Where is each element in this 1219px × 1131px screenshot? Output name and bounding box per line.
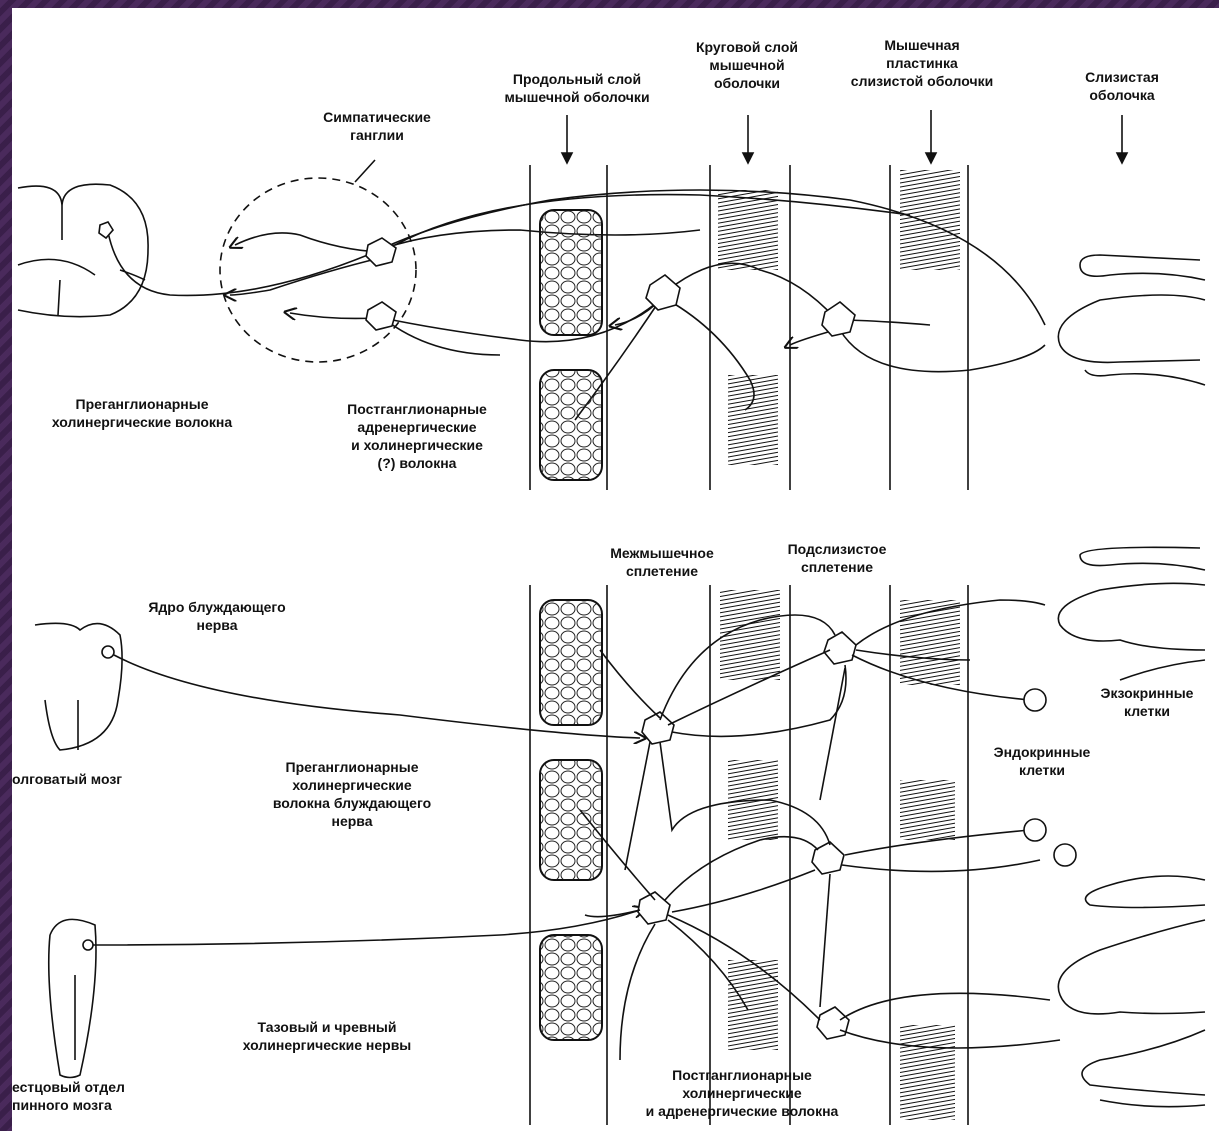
villus-top-1: [1080, 255, 1205, 280]
longitudinal-muscle-blocks: [540, 210, 602, 1040]
label-pelvic-nerves: Тазовый и чревный холинергические нервы: [207, 1018, 447, 1054]
label-postganglionic-bottom: Постганглионарные холинергические и адре…: [612, 1066, 872, 1120]
slide-frame-top: [0, 0, 1219, 8]
label-muscularis-mucosae: Мышечная пластинка слизистой оболочки: [822, 36, 1022, 90]
label-postganglionic-fibers: Постганглионарные адренергические и холи…: [312, 400, 522, 472]
label-submucosal-plexus: Подслизистое сплетение: [767, 540, 907, 576]
sympathetic-ganglia-circle: [220, 178, 416, 362]
label-sacral-cord: естцовый отдел пинного мозга: [12, 1078, 212, 1114]
label-medulla: олговатый мозг: [12, 770, 212, 788]
label-mucosa: Слизистая оболочка: [1052, 68, 1192, 104]
label-myenteric-plexus: Межмышечное сплетение: [582, 544, 742, 580]
layer-pointer-arrows: [562, 110, 1127, 163]
diagram-sheet: Продольный слой мышечной оболочки Кругов…: [12, 8, 1219, 1131]
label-vagal-preganglionic: Преганглионарные холинергические волокна…: [232, 758, 472, 830]
slide-frame-left: [0, 0, 12, 1131]
spinal-cord-section: [18, 184, 148, 316]
label-endocrine-cells: Эндокринные клетки: [967, 743, 1117, 779]
label-longitudinal-layer: Продольный слой мышечной оболочки: [477, 70, 677, 106]
label-vagus-nucleus: Ядро блуждающего нерва: [112, 598, 322, 634]
label-sympathetic-ganglia: Симпатические ганглии: [297, 108, 457, 144]
label-preganglionic-fibers: Преганглионарные холинергические волокна: [12, 395, 272, 431]
label-exocrine-cells: Экзокринные клетки: [1072, 684, 1219, 720]
label-circular-layer: Круговой слой мышечной оболочки: [667, 38, 827, 92]
